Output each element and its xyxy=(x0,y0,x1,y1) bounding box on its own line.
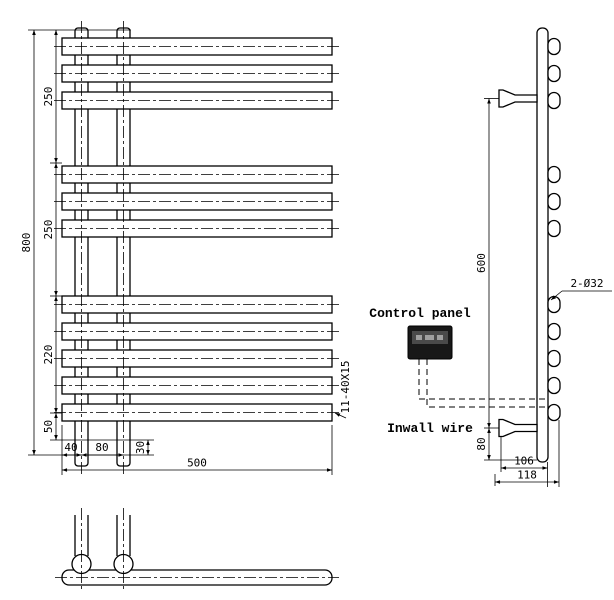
bar-section xyxy=(547,376,561,395)
bar-section xyxy=(547,219,561,238)
bar-section xyxy=(547,322,561,341)
dim-depth-overall: 118 xyxy=(494,420,560,487)
wall-bracket-bottom xyxy=(498,418,538,438)
dim-label-segment-lower: 220 xyxy=(42,345,55,365)
dim-bracket-bottom: 80 xyxy=(475,428,537,461)
control-panel-label: Control panel xyxy=(369,306,471,321)
dim-label-total-width: 500 xyxy=(187,457,207,470)
dim-label-bracket-span: 600 xyxy=(475,253,488,273)
dim-label-bracket-bottom: 80 xyxy=(475,437,488,450)
inwall-wire-label: Inwall wire xyxy=(387,421,473,436)
bar-cross-sections xyxy=(547,37,561,422)
bar-section xyxy=(547,37,561,56)
dim-bracket-span: 600 xyxy=(475,98,499,429)
hole-spec-label: 2-Ø32 xyxy=(570,277,603,290)
dim-total-width: 500 xyxy=(61,425,333,475)
dim-pipe-positions: 40 80 xyxy=(61,425,124,475)
wall-bracket-top xyxy=(498,89,538,108)
dim-pipe-extension: 30 xyxy=(134,440,150,455)
pipe-centerlines xyxy=(81,21,124,476)
control-panel: Control panel xyxy=(369,306,471,360)
side-view: 600 80 106 118 2-Ø32 xyxy=(369,27,612,487)
bar-spec-note: 11-40X15 xyxy=(334,361,352,419)
bottom-centerlines xyxy=(55,508,339,590)
bar-spec-label: 11-40X15 xyxy=(339,361,352,414)
wire-dashed xyxy=(426,359,547,408)
dim-height-segments: 250 250 220 50 xyxy=(42,30,154,441)
bar-section xyxy=(547,192,561,211)
dim-label-total-height: 800 xyxy=(20,233,33,253)
dim-label-depth-bracket: 106 xyxy=(514,455,534,468)
bar-section xyxy=(547,349,561,368)
hole-spec-note: 2-Ø32 xyxy=(550,277,612,301)
bar-section xyxy=(547,91,561,110)
bar-centerlines xyxy=(54,46,340,413)
bar-section xyxy=(547,165,561,184)
bar-section xyxy=(547,403,561,422)
display-segment xyxy=(425,335,434,340)
wire-dashed xyxy=(418,359,547,400)
inwall-wiring: Inwall wire xyxy=(387,359,547,436)
dim-label-depth-overall: 118 xyxy=(517,469,537,482)
side-plate xyxy=(536,27,549,463)
wall-brackets xyxy=(498,89,538,438)
bar-section xyxy=(547,295,561,314)
bottom-view xyxy=(55,508,339,590)
towel-bars xyxy=(61,37,333,422)
dim-label-pipe-spacing: 80 xyxy=(95,441,108,454)
dim-label-pipe-extension: 30 xyxy=(134,441,147,454)
front-view: 800 250 250 220 50 30 40 8 xyxy=(20,21,352,476)
dim-depth-bracket: 106 xyxy=(500,437,548,487)
dim-label-segment-top: 250 xyxy=(42,87,55,107)
dim-total-height: 800 xyxy=(20,29,154,456)
bar-section xyxy=(547,64,561,83)
dim-label-segment-mid: 250 xyxy=(42,220,55,240)
display-segment xyxy=(437,335,443,340)
dim-label-bar-overhang: 40 xyxy=(64,441,77,454)
display-segment xyxy=(416,335,422,340)
pipe-stems xyxy=(74,515,131,556)
dim-label-segment-bottom: 50 xyxy=(42,420,55,433)
